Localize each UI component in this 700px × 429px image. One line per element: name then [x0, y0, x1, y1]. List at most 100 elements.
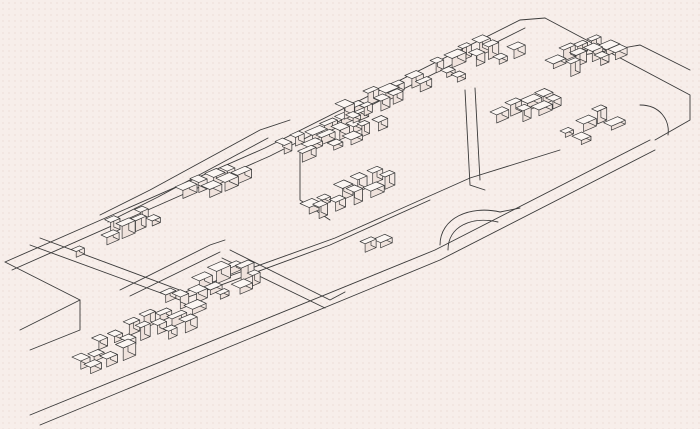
- building-roof: [376, 82, 400, 94]
- building-roof: [366, 165, 384, 174]
- building-roof: [387, 88, 404, 96]
- building-roof: [515, 103, 532, 112]
- building-roof: [162, 324, 178, 332]
- building-roof: [234, 259, 255, 269]
- building-roof: [457, 42, 472, 49]
- building: [593, 51, 610, 66]
- building-roof: [404, 70, 424, 80]
- building-roof: [334, 99, 355, 109]
- building-roof: [326, 138, 344, 147]
- building-roof: [207, 260, 231, 272]
- building-roof: [191, 271, 213, 282]
- building-roof: [115, 217, 136, 227]
- building: [83, 359, 102, 375]
- building-roof: [534, 88, 554, 97]
- building: [183, 299, 207, 315]
- building-roof: [319, 117, 338, 127]
- building-roof: [572, 39, 588, 48]
- building-roof: [246, 269, 261, 276]
- building-roof: [329, 194, 346, 203]
- building-roof: [371, 115, 389, 123]
- building-roof: [558, 42, 576, 51]
- building-roof: [215, 288, 230, 295]
- building-roof: [569, 47, 587, 56]
- building-roof: [83, 359, 102, 368]
- building-roof: [183, 299, 207, 310]
- building: [379, 170, 396, 190]
- building: [334, 99, 355, 120]
- plaza-arc-inner: [447, 219, 499, 251]
- building: [145, 214, 161, 227]
- building-roof: [362, 86, 380, 94]
- building-roof: [571, 131, 592, 141]
- building: [450, 70, 466, 83]
- building-roof: [450, 70, 466, 78]
- building: [366, 165, 384, 185]
- cross-street-1b: [129, 251, 221, 297]
- building-roof: [70, 245, 85, 252]
- building-roof: [215, 172, 239, 183]
- building-roof: [297, 144, 317, 154]
- building-roof: [379, 170, 396, 178]
- building-roof: [219, 164, 236, 172]
- building-roof: [575, 114, 597, 125]
- building: [200, 180, 223, 198]
- building-roof: [504, 97, 522, 106]
- building: [371, 115, 389, 132]
- building: [230, 278, 253, 295]
- building: [559, 127, 574, 138]
- building-roof: [150, 318, 167, 326]
- building-roof: [200, 180, 223, 190]
- building-roof: [99, 351, 118, 360]
- building: [178, 313, 198, 334]
- building-roof: [356, 120, 370, 127]
- building: [390, 79, 405, 94]
- building-roof: [203, 281, 223, 291]
- building-roof: [565, 57, 581, 65]
- building: [315, 128, 336, 146]
- building-roof: [482, 39, 500, 48]
- building-roof: [559, 127, 574, 134]
- building: [359, 101, 373, 117]
- building: [134, 320, 151, 341]
- building-roof: [349, 172, 368, 181]
- building-roof: [91, 333, 108, 342]
- building-roof: [492, 52, 508, 60]
- building: [506, 41, 526, 60]
- building: [603, 116, 626, 131]
- building-roof: [159, 287, 177, 296]
- building-roof: [230, 165, 252, 176]
- building: [345, 111, 361, 124]
- building-roof: [345, 111, 361, 119]
- building-blocks: [70, 34, 628, 375]
- building: [297, 144, 317, 163]
- building-roof: [506, 41, 526, 51]
- building: [429, 56, 445, 74]
- building: [312, 200, 328, 219]
- cross-street-2: [229, 249, 346, 301]
- building: [329, 194, 346, 212]
- building-roof: [443, 48, 467, 59]
- building: [215, 288, 230, 300]
- building-roof: [300, 137, 323, 148]
- building-roof: [119, 333, 137, 342]
- building-roof: [586, 34, 602, 42]
- building-roof: [187, 284, 208, 294]
- building-roof: [489, 106, 510, 116]
- building-roof: [230, 278, 253, 289]
- building-roof: [315, 128, 336, 138]
- building: [330, 121, 350, 141]
- building: [326, 138, 344, 151]
- building: [492, 52, 508, 65]
- building: [607, 43, 628, 61]
- building-roof: [440, 66, 456, 74]
- building: [122, 316, 141, 336]
- building: [203, 281, 223, 296]
- cross-street-4: [464, 89, 486, 191]
- building-roof: [530, 100, 553, 111]
- building-roof: [373, 93, 391, 102]
- building: [115, 217, 136, 239]
- building-roof: [372, 233, 393, 244]
- building-roof: [174, 180, 198, 191]
